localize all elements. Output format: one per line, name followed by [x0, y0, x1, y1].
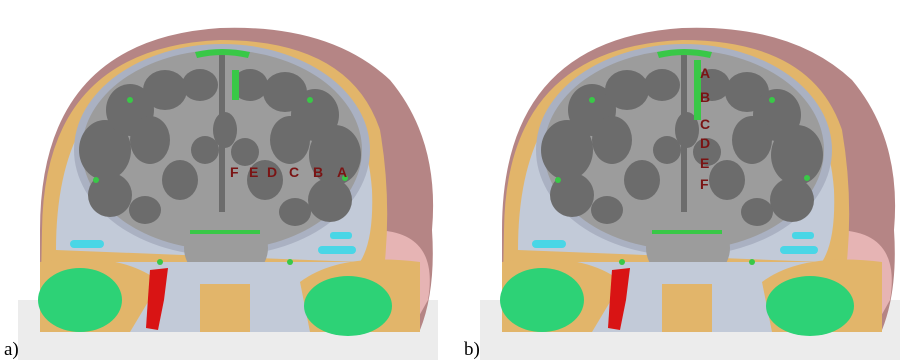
brain-section-image-a [0, 0, 440, 363]
marker-e: E [249, 165, 258, 179]
marker-f: F [230, 165, 239, 179]
marker-b: B [313, 165, 323, 179]
marker-a: A [700, 66, 710, 80]
panel-label-a: a) [4, 339, 19, 361]
panel-a: F E D C B A a) [0, 0, 440, 363]
marker-c: C [700, 117, 710, 131]
marker-c: C [289, 165, 299, 179]
panel-b: A B C D E F b) [462, 0, 902, 363]
marker-d: D [267, 165, 277, 179]
marker-b: B [700, 90, 710, 104]
marker-e: E [700, 156, 709, 170]
marker-a: A [337, 165, 347, 179]
panel-label-b: b) [464, 339, 480, 361]
brain-section-image-b [462, 0, 902, 363]
marker-d: D [700, 136, 710, 150]
marker-f: F [700, 177, 709, 191]
